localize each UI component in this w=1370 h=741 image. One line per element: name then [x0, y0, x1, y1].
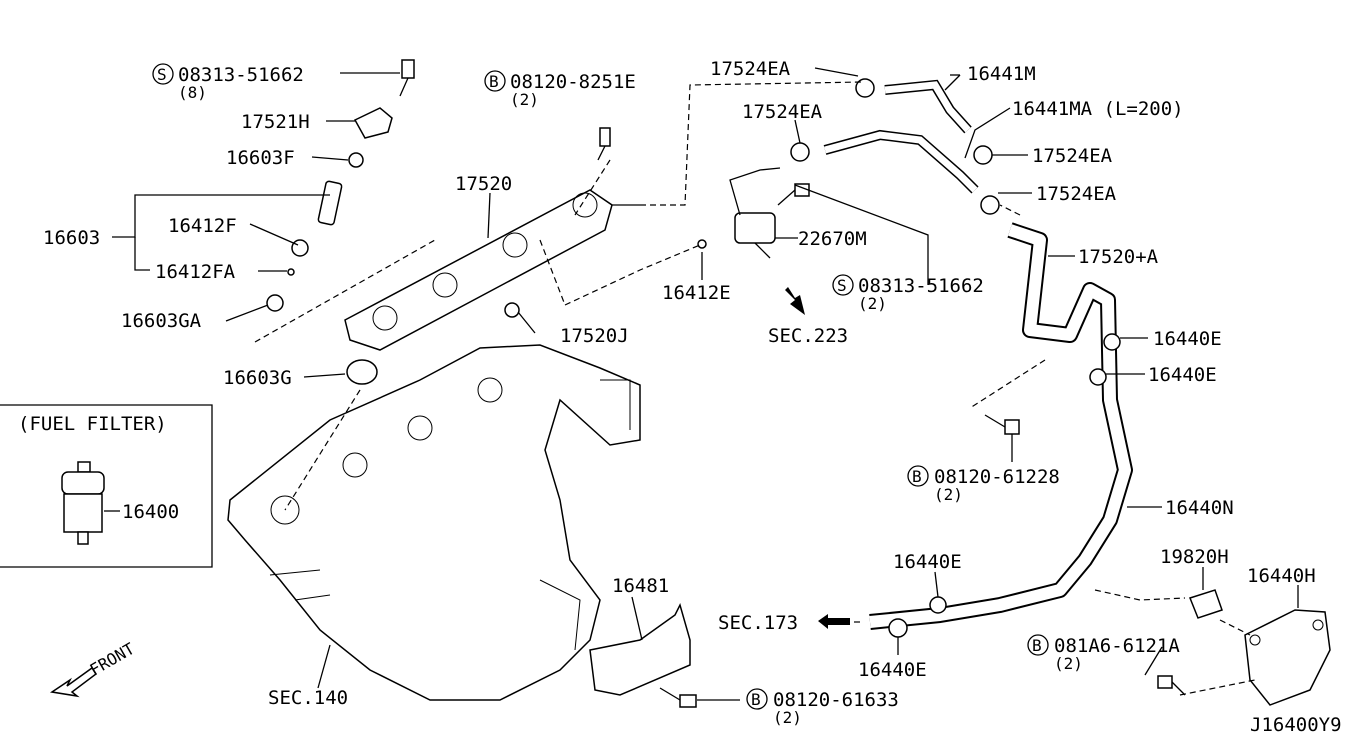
label-16400: 16400: [122, 501, 179, 523]
bolt-bottom-symbol: B: [751, 690, 761, 709]
label-16440n: 16440N: [1165, 497, 1234, 519]
label-17521h: 17521H: [241, 111, 310, 133]
label-16440e-3: 16440E: [893, 551, 962, 573]
pressure-regulator: [697, 167, 810, 259]
callout-bolt-top: B 08120-8251E (2): [484, 70, 636, 109]
leader-lines: [112, 67, 1299, 701]
label-16603f: 16603F: [226, 147, 295, 169]
label-sec173: SEC.173: [718, 612, 798, 634]
label-16441ma: 16441MA (L=200): [1012, 98, 1184, 120]
label-17520a: 17520+A: [1078, 246, 1159, 268]
dashed-reference-lines: [254, 81, 1256, 696]
label-17520j: 17520J: [560, 325, 629, 347]
callout-bolt-mid: B 08120-61228 (2): [907, 465, 1060, 504]
fuel-filter-title: (FUEL FILTER): [18, 413, 167, 435]
callout-bolt-right: B 081A6-6121A (2): [1027, 634, 1180, 673]
label-16440h: 16440H: [1247, 565, 1316, 587]
bolt-bottom-number: 08120-61633: [773, 689, 899, 711]
bolt-top-symbol: B: [489, 72, 499, 91]
front-arrow-icon: [49, 666, 98, 698]
screw-top-number: 08313-51662: [178, 64, 304, 86]
label-16412e: 16412E: [662, 282, 731, 304]
screw-top-symbol: S: [157, 65, 167, 84]
label-16440e-1: 16440E: [1153, 328, 1222, 350]
label-17524ea-4: 17524EA: [1036, 183, 1117, 205]
bracket-16481: [589, 602, 691, 696]
bolt-bottom-part: [679, 694, 697, 708]
diagram-code: J16400Y9: [1250, 714, 1342, 736]
screw-top-qty: (8): [178, 83, 207, 102]
arrow-sec223-icon: [785, 287, 805, 315]
front-label: FRONT: [87, 639, 139, 680]
fuel-filter-icon: [61, 461, 105, 545]
fuel-filter-inset: (FUEL FILTER) 16400: [0, 404, 213, 568]
fuel-hoses: [790, 78, 1000, 215]
bolt-bottom-qty: (2): [773, 708, 802, 727]
bolt-top-qty: (2): [510, 90, 539, 109]
bracket-16440h: [1157, 589, 1331, 706]
label-19820h: 19820H: [1160, 546, 1229, 568]
label-16440e-2: 16440E: [1148, 364, 1217, 386]
label-16412fa: 16412FA: [155, 261, 236, 283]
intake-manifold-body: [227, 344, 641, 701]
bolt-mid-symbol: B: [912, 467, 922, 486]
label-sec223: SEC.223: [768, 325, 848, 347]
label-17520: 17520: [455, 173, 512, 195]
label-16441m: 16441M: [967, 63, 1036, 85]
bolt-top-number: 08120-8251E: [510, 71, 636, 93]
label-22670m: 22670M: [798, 228, 867, 250]
label-16603g: 16603G: [223, 367, 292, 389]
screw-mid-symbol: S: [837, 276, 847, 295]
bolt-right-qty: (2): [1054, 654, 1083, 673]
bolt-mid-qty: (2): [934, 485, 963, 504]
label-16603: 16603: [43, 227, 100, 249]
label-16440e-4: 16440E: [858, 659, 927, 681]
label-16412f: 16412F: [168, 215, 237, 237]
fuel-injector: [266, 59, 611, 385]
label-17524ea-2: 17524EA: [742, 101, 823, 123]
label-16481: 16481: [612, 575, 669, 597]
screw-mid-qty: (2): [858, 294, 887, 313]
bolt-mid-number: 08120-61228: [934, 466, 1060, 488]
fuel-pipe-assembly: [869, 222, 1133, 638]
bolt-right-symbol: B: [1032, 636, 1042, 655]
label-16603ga: 16603GA: [121, 310, 202, 332]
callout-screw-top: S 08313-51662 (8): [152, 63, 304, 102]
screw-mid-number: 08313-51662: [858, 275, 984, 297]
callout-screw-mid: S 08313-51662 (2): [832, 274, 984, 313]
label-17524ea-1: 17524EA: [710, 58, 791, 80]
arrow-sec173-icon: [818, 614, 850, 629]
fuel-rail-assembly: [344, 189, 640, 351]
callout-bolt-bottom: B 08120-61633 (2): [746, 688, 899, 727]
label-17524ea-3: 17524EA: [1032, 145, 1113, 167]
bolt-right-number: 081A6-6121A: [1054, 635, 1180, 657]
label-sec140: SEC.140: [268, 687, 348, 709]
